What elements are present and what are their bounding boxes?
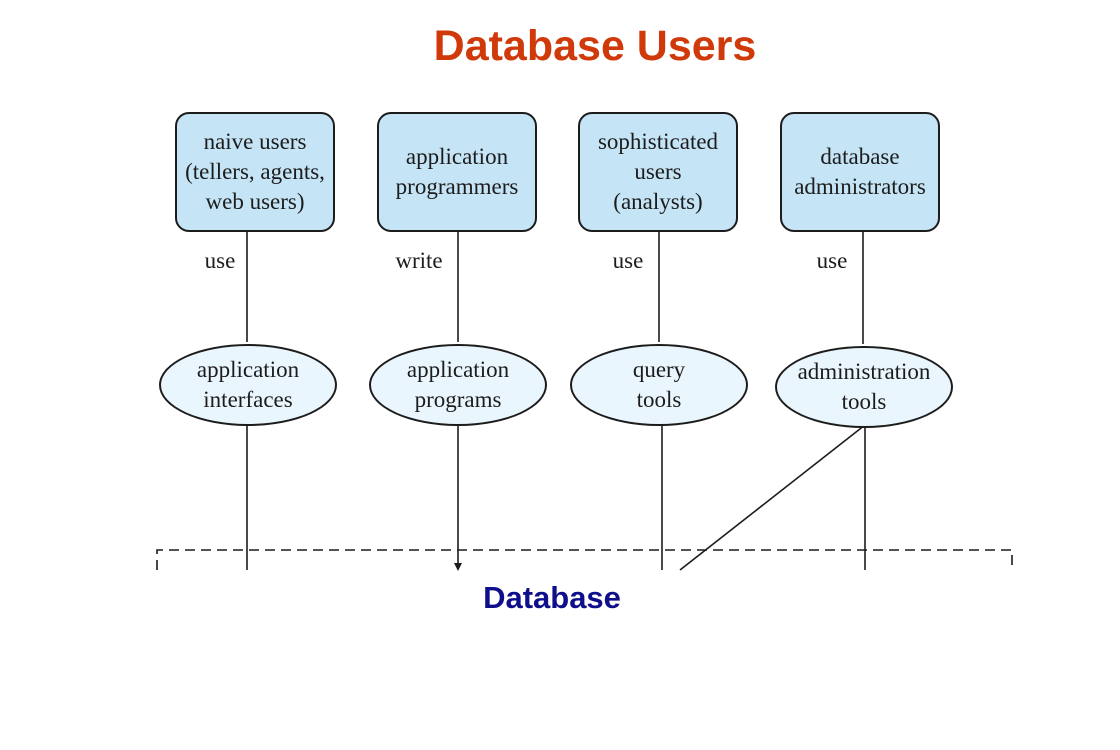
tool-application-programs: application programs <box>369 344 547 426</box>
verb-label-use: use <box>816 248 848 273</box>
tool-application-interfaces: application interfaces <box>159 344 337 426</box>
user-box-application-programmers: application programmers <box>377 112 537 232</box>
user-box-sophisticated-users: sophisticated users (analysts) <box>578 112 738 232</box>
user-box-naive-users: naive users (tellers, agents, web users) <box>175 112 335 232</box>
database-label: Database <box>483 580 621 615</box>
tool-administration-tools: administration tools <box>775 346 953 428</box>
database-boundary <box>156 549 1013 570</box>
arrowhead-app-programs <box>454 563 462 571</box>
user-box-database-administrators: database administrators <box>780 112 940 232</box>
verb-label-write: write <box>395 248 443 273</box>
verb-label-use: use <box>612 248 644 273</box>
connector-admin-tools-diagonal <box>679 424 866 571</box>
verb-label-use: use <box>204 248 236 273</box>
tool-query-tools: query tools <box>570 344 748 426</box>
slide-title: Database Users <box>433 22 757 70</box>
